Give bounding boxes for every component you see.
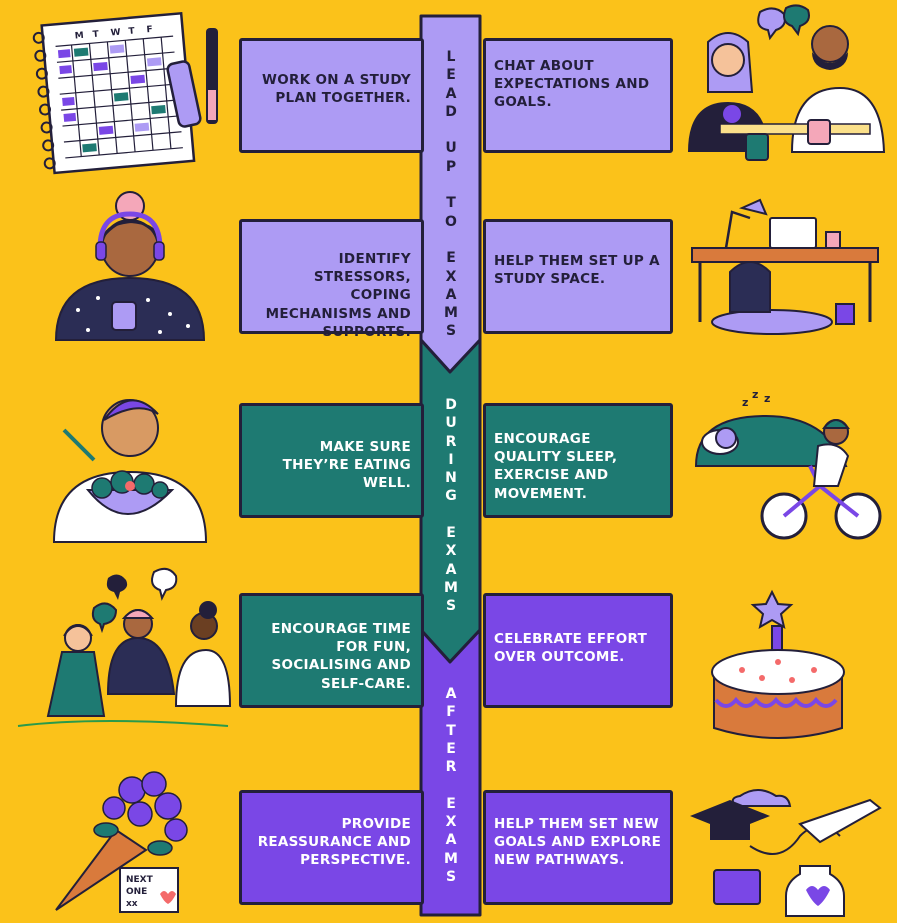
- spine-letter: [421, 231, 481, 249]
- spine-letter: P: [445, 158, 457, 175]
- calendar-day: W: [110, 28, 121, 39]
- svg-text:z: z: [742, 396, 748, 409]
- spine-letter: L: [446, 49, 456, 65]
- spine-letter: M: [444, 305, 458, 322]
- spine-letter: D: [445, 103, 457, 120]
- spine-letter: X: [445, 268, 457, 285]
- celebration-cake-illustration: [711, 589, 845, 739]
- spine-letter: A: [445, 85, 457, 102]
- tip-fun-self-care: Encourage time for fun, socialising and …: [239, 593, 424, 708]
- tip-text: Identify stressors, coping mechanisms an…: [265, 251, 411, 340]
- eating-salad-illustration: [52, 399, 208, 543]
- new-pathways-illustration: [690, 789, 882, 917]
- spine-letter: A: [445, 286, 457, 303]
- tip-new-goals: Help them set new goals and explore new …: [483, 790, 673, 905]
- spine-letter: M: [444, 850, 458, 867]
- spine-letter: G: [445, 488, 457, 505]
- spine-letter: E: [446, 740, 456, 757]
- spine-letter: R: [445, 759, 457, 776]
- tip-text: Help them set new goals and explore new …: [494, 816, 662, 869]
- desk-illustration: [691, 198, 879, 335]
- tip-stressors: Identify stressors, coping mechanisms an…: [239, 219, 424, 340]
- svg-text:z: z: [752, 388, 758, 401]
- spine-letter: T: [446, 722, 456, 739]
- tip-text: Help them set up a study space.: [494, 253, 660, 288]
- spine-letter: U: [445, 415, 457, 432]
- spine-letter: U: [445, 140, 457, 157]
- spine-letter: F: [446, 704, 456, 721]
- friends-socialising-illustration: [17, 567, 232, 727]
- note-line: xx: [126, 899, 138, 909]
- tip-text: Work on a study plan together.: [262, 72, 411, 107]
- spine-letter: D: [445, 397, 457, 413]
- note-line: NEXT: [126, 875, 154, 885]
- calendar-day: T: [92, 30, 100, 41]
- tip-text: Encourage time for fun, socialising and …: [271, 621, 411, 692]
- chat-illustration: [688, 4, 886, 161]
- spine-letter: X: [445, 814, 457, 831]
- spine-letter: E: [446, 250, 456, 267]
- calendar-day: M: [74, 31, 84, 42]
- flower-bouquet-illustration: NEXT ONE xx: [55, 771, 188, 913]
- spine-letter: [421, 176, 481, 194]
- tip-text: Encourage quality sleep, exercise and mo…: [494, 431, 618, 502]
- spine-letter: E: [446, 525, 456, 542]
- planner-illustration: M T W T F: [32, 11, 218, 175]
- spine-letter: A: [445, 686, 457, 702]
- tip-study-space: Help them set up a study space.: [483, 219, 673, 334]
- tip-expectations: Chat about expectations and goals.: [483, 38, 673, 153]
- tip-text: Make sure they’re eating well.: [282, 439, 411, 492]
- tip-text: Celebrate effort over outcome.: [494, 631, 648, 666]
- spine-letter: S: [445, 323, 457, 340]
- spine-letter: I: [448, 451, 454, 468]
- tip-reassurance: Provide reassurance and perspective.: [239, 790, 424, 905]
- spine-letter: O: [445, 213, 457, 230]
- note-line: ONE: [126, 887, 147, 897]
- calendar-day: F: [146, 25, 153, 35]
- spine-letter: E: [446, 67, 456, 84]
- spine-letter: N: [445, 470, 457, 487]
- tip-eating-well: Make sure they’re eating well.: [239, 403, 424, 518]
- spine-letter: [421, 776, 481, 794]
- spine-letter: [421, 121, 481, 139]
- calendar-day: T: [128, 26, 136, 37]
- headphones-tea-illustration: [54, 191, 206, 341]
- spine-letter: S: [445, 868, 457, 885]
- spine-letter: E: [446, 795, 456, 812]
- spine-letter: [421, 506, 481, 524]
- spine-letter: M: [444, 579, 458, 596]
- spine-letter: T: [446, 195, 456, 212]
- tip-text: Chat about expectations and goals.: [494, 58, 650, 111]
- spine-letter: A: [445, 832, 457, 849]
- tip-text: Provide reassurance and perspective.: [257, 816, 411, 869]
- tip-celebrate-effort: Celebrate effort over outcome.: [483, 593, 673, 708]
- tip-study-plan: Work on a study plan together.: [239, 38, 424, 153]
- spine-letter: S: [445, 598, 457, 615]
- tip-sleep-exercise: Encourage quality sleep, exercise and mo…: [483, 403, 673, 518]
- spine-letter: R: [445, 433, 457, 450]
- svg-text:z: z: [764, 392, 770, 405]
- spine-letter: X: [445, 543, 457, 560]
- spine-letter: A: [445, 561, 457, 578]
